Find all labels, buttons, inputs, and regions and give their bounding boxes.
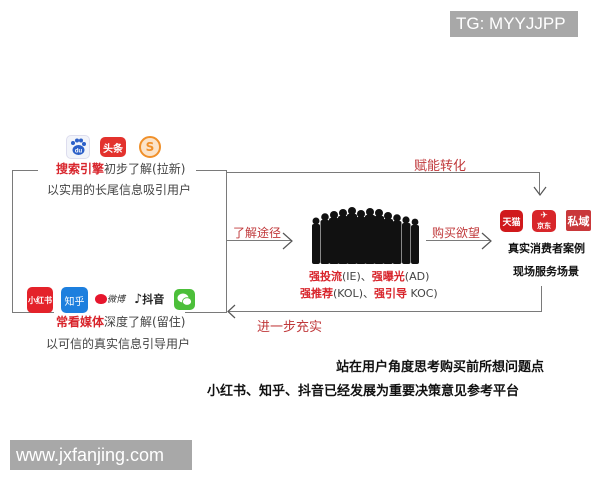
private-domain-icon: 私域 (566, 210, 591, 231)
toutiao-icon: 头条 (100, 137, 126, 157)
sogou-icon: S (139, 136, 161, 158)
right-line-2: 现场服务场景 (513, 265, 579, 278)
empower-convert-label: 赋能转化 (414, 159, 467, 174)
svg-text:du: du (75, 149, 83, 155)
tmall-icon: 天猫 (500, 210, 523, 232)
watermark-tg: TG: MYYJJPP (450, 11, 578, 37)
empower-convert-line-h (226, 172, 540, 173)
crowd-silhouette-icon (312, 207, 419, 264)
further-enrich-line-h (228, 311, 542, 312)
wechat-icon (174, 289, 195, 310)
left-box-left (12, 170, 13, 313)
weibo-icon: 微博 (95, 292, 125, 305)
understand-path-arrow-line (227, 240, 291, 241)
left-box-bottom-right (185, 312, 226, 313)
center-line-2: 强推荐(KOL)、强引导 KOC) (300, 287, 438, 300)
empower-convert-arrowhead-icon (533, 186, 547, 196)
purchase-desire-label: 购买欲望 (432, 226, 481, 240)
right-line-1: 真实消费者案例 (508, 242, 585, 255)
search-engine-title: 搜索引擎初步了解(拉新) (56, 162, 186, 176)
left-box-top-right (196, 170, 226, 171)
understand-path-label: 了解途径 (233, 226, 282, 240)
further-enrich-label: 进一步充实 (257, 320, 323, 335)
further-enrich-arrowhead-icon (227, 304, 236, 319)
further-enrich-line-v (541, 286, 542, 311)
baidu-icon: du (66, 135, 90, 159)
empower-convert-line-v (539, 172, 540, 194)
media-subtitle: 以可信的真实信息引导用户 (46, 337, 191, 351)
media-title: 常看媒体深度了解(留住) (56, 315, 186, 329)
left-box-right (226, 170, 227, 313)
zhihu-icon: 知乎 (61, 287, 88, 313)
center-line-1: 强投流(IE)、强曝光(AD) (309, 270, 430, 283)
understand-path-arrowhead-icon (282, 232, 293, 250)
purchase-desire-arrow-line (426, 240, 490, 241)
watermark-url: www.jxfanjing.com (10, 440, 192, 470)
douyin-icon: ♪抖音 (134, 292, 165, 307)
conclusion-line-1: 站在用户角度思考购买前所想问题点 (336, 360, 545, 375)
left-box-top-left (12, 170, 38, 171)
jd-icon: ✈京东 (532, 210, 556, 232)
conclusion-line-2: 小红书、知乎、抖音已经发展为重要决策意见参考平台 (207, 384, 520, 399)
purchase-desire-arrowhead-icon (481, 232, 492, 250)
search-engine-subtitle: 以实用的长尾信息吸引用户 (47, 183, 192, 197)
xiaohongshu-icon: 小红书 (27, 287, 53, 313)
